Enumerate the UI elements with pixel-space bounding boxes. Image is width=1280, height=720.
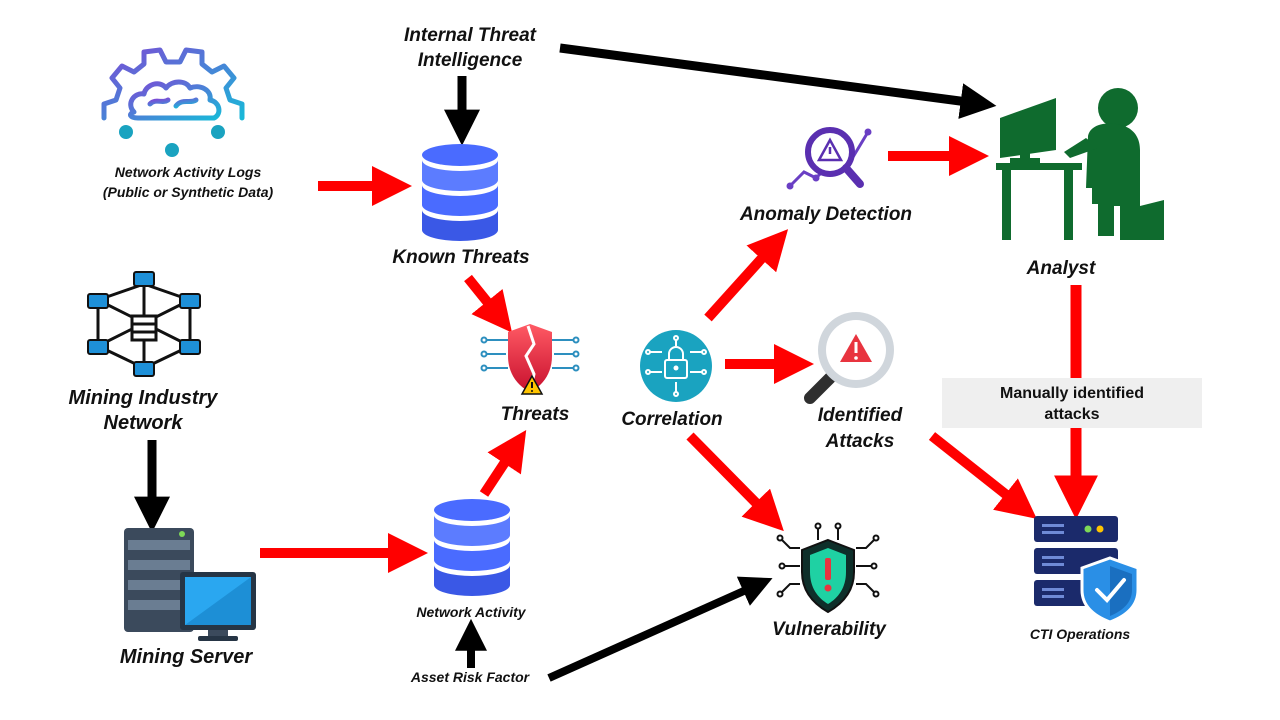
- mining-server-label: Mining Server: [120, 646, 253, 668]
- database-icon: [434, 499, 510, 596]
- analyst-label: Analyst: [1026, 258, 1096, 279]
- analyst-desk-icon: [996, 88, 1164, 240]
- manual-attacks-note-box: [942, 378, 1202, 428]
- threats-label: Threats: [501, 404, 570, 425]
- internal-threat-intel-label-line1: Internal Threat: [404, 25, 537, 46]
- lock-circuit-icon: [640, 330, 712, 402]
- arrow-identified-to-cti: [928, 432, 1037, 519]
- database-icon: [422, 144, 498, 241]
- network-activity-label: Network Activity: [416, 604, 526, 620]
- mining-network-label-line2: Network: [104, 412, 184, 434]
- network-logs-label-line1: Network Activity Logs: [115, 164, 262, 180]
- identified-attacks-label-line1: Identified: [818, 405, 903, 426]
- arrow-network-activity-to-threats: [479, 429, 527, 497]
- arrow-asset-risk-to-vulnerability: [547, 576, 773, 682]
- internal-threat-intel-label-line2: Intelligence: [418, 50, 523, 71]
- server-monitor-icon: [124, 528, 256, 641]
- server-shield-icon: [1034, 516, 1140, 624]
- broken-shield-icon: [480, 324, 580, 395]
- node-dot: [119, 125, 133, 139]
- cti-operations-label: CTI Operations: [1030, 626, 1131, 642]
- node-dot: [165, 143, 179, 157]
- asset-risk-label: Asset Risk Factor: [410, 669, 531, 685]
- manual-attacks-note-line1: Manually identified: [1000, 385, 1144, 402]
- vulnerability-label: Vulnerability: [772, 619, 887, 640]
- brain-gear-icon: [101, 47, 245, 149]
- arrow-correlation-to-anomaly: [704, 229, 789, 322]
- manual-attacks-note-line2: attacks: [1044, 406, 1099, 423]
- correlation-label: Correlation: [621, 409, 722, 430]
- mining-network-label-line1: Mining Industry: [69, 387, 219, 409]
- network-topology-icon: [96, 282, 192, 370]
- anomaly-search-icon: [786, 127, 872, 190]
- network-logs-label-line2: (Public or Synthetic Data): [103, 184, 274, 200]
- arrow-correlation-to-vulnerability: [686, 432, 784, 532]
- identified-attacks-label-line2: Attacks: [825, 431, 895, 452]
- arrow-intel-to-analyst: [559, 43, 997, 119]
- arrow-known-threats-to-threats: [464, 274, 513, 333]
- known-threats-label: Known Threats: [392, 247, 529, 268]
- network-node-monitors: [87, 271, 201, 377]
- anomaly-detection-label: Anomaly Detection: [739, 204, 912, 225]
- shield-circuit-icon: [776, 522, 880, 614]
- node-dot: [211, 125, 225, 139]
- alert-magnifier-icon: [804, 312, 894, 404]
